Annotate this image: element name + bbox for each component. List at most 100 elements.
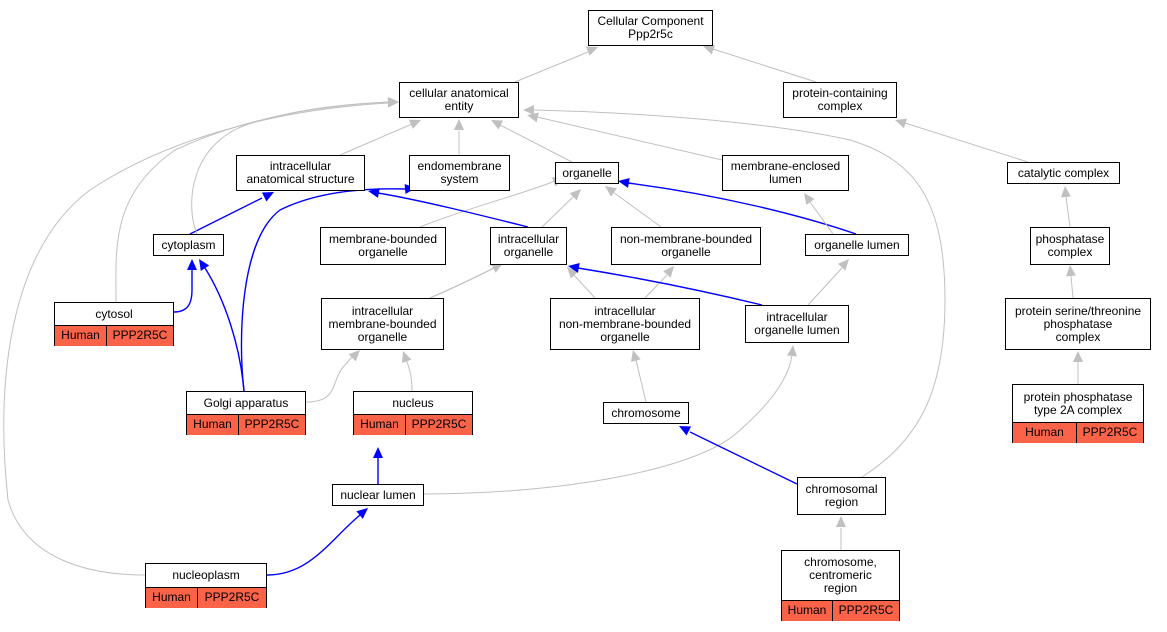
node-organelle[interactable]: organelle [555,162,619,184]
node-label: cellular anatomical entity [409,86,509,113]
arrowhead [402,351,412,364]
node-membrane-enclosed-lumen[interactable]: membrane-enclosed lumen [722,155,849,191]
edge-inmbo-to-nmbo [644,266,674,299]
arrowhead [408,119,421,129]
arrowhead [199,259,210,271]
annotation-species: Human [146,588,198,608]
edge-cytosol-to-cae [115,97,399,303]
node-nuclear-lumen[interactable]: nuclear lumen [332,484,424,506]
node-label: organelle lumen [814,237,900,252]
arrowhead [261,192,274,202]
edges [3,45,1083,576]
edge-nucleoplasm-to-nlumen [266,508,368,576]
annotation-gene: PPP2R5C [198,588,266,608]
node-label: intracellular membrane-bounded organelle [328,303,437,344]
node-label: Cellular Component Ppp2r5c [597,14,704,41]
node-organelle-lumen[interactable]: organelle lumen [805,234,909,256]
annotation-row: Human PPP2R5C [187,414,305,435]
edge-olumen-to-mel [804,193,834,235]
arrowhead [837,259,849,271]
arrowhead [356,508,368,519]
edge-olumen-to-organelle [618,177,857,235]
arrowhead [787,345,798,357]
node-non-membrane-bounded-organelle[interactable]: non-membrane-bounded organelle [611,227,761,265]
arrowhead [618,177,630,188]
arrowhead [187,259,197,270]
arrowhead [523,105,534,115]
annotation-row: Human PPP2R5C [146,587,266,608]
node-label: phosphatase complex [1035,232,1105,259]
arrowhead [836,516,846,527]
node-label: membrane-bounded organelle [328,232,438,259]
node-membrane-bounded-organelle[interactable]: membrane-bounded organelle [320,227,446,265]
annotation-gene: PPP2R5C [107,326,173,346]
edge-nmbo-to-organelle [605,186,662,228]
arrowhead [1073,351,1083,362]
arrowhead [567,267,579,279]
annotation-gene: PPP2R5C [406,415,472,435]
edge-golgi-to-imbo [305,350,360,403]
node-label: Golgi apparatus [203,395,289,410]
node-intracellular-non-membrane-bounded-organelle[interactable]: intracellular non-membrane-bounded organ… [550,298,700,350]
edge-mel-to-cae [527,112,723,161]
node-golgi-apparatus[interactable]: Golgi apparatus Human PPP2R5C [186,391,306,435]
annotation-gene: PPP2R5C [833,601,899,621]
annotation-row: Human PPP2R5C [55,325,173,346]
node-label: intracellular organelle [497,232,560,259]
edge-golgi-to-endo [240,183,416,392]
node-cytoplasm[interactable]: cytoplasm [153,234,224,256]
edge-endo-to-cae [454,119,464,155]
edge-nlumen-to-nucleus [373,447,383,484]
annotation-gene: PPP2R5C [239,415,305,435]
node-phosphatase-complex[interactable]: phosphatase complex [1030,227,1110,265]
node-protein-phosphatase-type-2a-complex[interactable]: protein phosphatase type 2A complex Huma… [1012,384,1144,443]
edge-pp2a-to-pstp [1073,351,1083,384]
edge-phosphatase-to-catalytic [1060,186,1071,228]
annotation-species: Human [782,601,833,621]
edge-organelle-to-cae [491,120,573,163]
node-cellular-anatomical-entity[interactable]: cellular anatomical entity [399,82,519,118]
arrowhead [679,426,692,436]
arrowhead [527,112,539,123]
node-endomembrane-system[interactable]: endomembrane system [409,155,510,191]
annotation-row: Human PPP2R5C [354,414,472,435]
arrowhead [490,263,503,273]
node-chromosome-centromeric-region[interactable]: chromosome, centromeric region Human PPP… [781,550,900,621]
edge-inmbo-to-io [567,267,596,299]
arrowhead [373,447,383,458]
node-intracellular-membrane-bounded-organelle[interactable]: intracellular membrane-bounded organelle [321,298,444,350]
arrowhead [1065,265,1076,277]
edge-pstp-to-phosphatase [1065,265,1076,299]
node-chromosome[interactable]: chromosome [603,402,689,424]
node-nucleoplasm[interactable]: nucleoplasm Human PPP2R5C [145,563,267,608]
arrowhead [387,97,399,108]
edge-cae-to-root [514,46,598,83]
arrowhead [585,46,598,56]
arrowhead [895,118,908,129]
arrowhead [348,350,360,362]
node-cytosol[interactable]: cytosol Human PPP2R5C [54,302,174,346]
node-label: nucleoplasm [172,568,240,582]
node-catalytic-complex[interactable]: catalytic complex [1007,162,1120,184]
node-intracellular-anatomical-structure[interactable]: intracellular anatomical structure [236,155,365,191]
node-label: chromosome [611,405,681,420]
node-protein-serine-threonine-phosphatase-complex[interactable]: protein serine/threonine phosphatase com… [1005,298,1151,350]
node-intracellular-organelle[interactable]: intracellular organelle [490,227,567,265]
annotation-row: Human PPP2R5C [782,600,899,621]
edge-io-to-organelle [541,189,581,228]
node-protein-containing-complex[interactable]: protein-containing complex [783,82,897,118]
node-label: intracellular organelle lumen [754,310,840,337]
edge-ias-to-cae [339,119,421,156]
node-cellular-component[interactable]: Cellular Component Ppp2r5c [588,10,713,46]
annotation-species: Human [1013,423,1077,443]
arrowhead [605,186,617,197]
node-label: cytosol [95,306,133,321]
node-intracellular-organelle-lumen[interactable]: intracellular organelle lumen [745,305,849,343]
node-nucleus[interactable]: nucleus Human PPP2R5C [353,391,473,435]
annotation-species: Human [187,415,239,435]
node-label: endomembrane system [417,159,502,186]
annotation-gene: PPP2R5C [1077,423,1143,443]
edge-nucleus-to-imbo [402,351,413,392]
node-chromosomal-region[interactable]: chromosomal region [797,477,886,515]
